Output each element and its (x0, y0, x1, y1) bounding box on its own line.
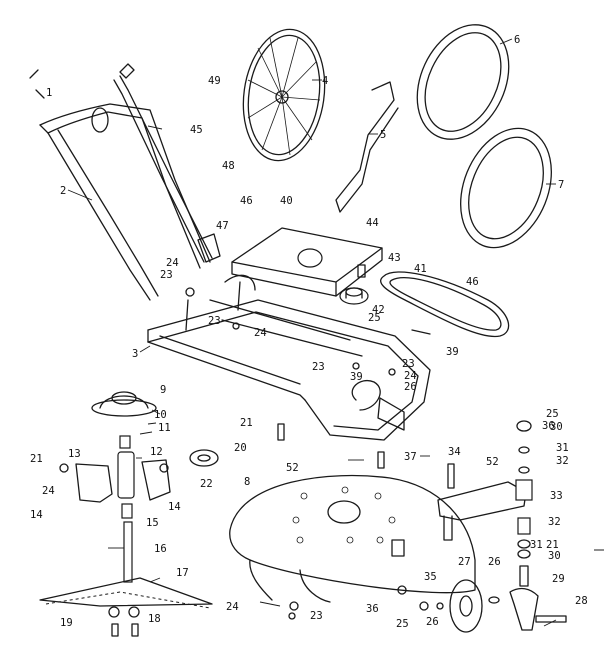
callout-23d: 23 (402, 358, 415, 370)
main-frame (147, 274, 431, 441)
callout-49: 49 (208, 75, 221, 87)
callout-46a: 46 (240, 195, 253, 207)
callout-8: 8 (244, 476, 250, 488)
callout-9: 9 (160, 384, 166, 396)
callout-17: 17 (176, 567, 189, 579)
callout-30a: 30 (550, 421, 563, 433)
blade-adapter-stack (39, 391, 385, 637)
callout-24d: 24 (42, 485, 55, 497)
callout-21c: 21 (546, 539, 559, 551)
callout-33: 33 (550, 490, 563, 502)
callout-47: 47 (216, 220, 229, 232)
callout-39a: 39 (446, 346, 459, 358)
callout-32a: 32 (556, 455, 569, 467)
callout-37: 37 (404, 451, 417, 463)
callout-10: 10 (154, 409, 167, 421)
callout-22: 22 (200, 478, 213, 490)
pulley (339, 287, 369, 305)
mower-deck (229, 474, 476, 603)
callout-24b: 24 (254, 327, 267, 339)
callout-48: 48 (222, 160, 235, 172)
spoked-wheel (242, 28, 326, 162)
callout-28: 28 (575, 595, 588, 607)
callout-24c: 24 (404, 370, 417, 382)
callout-24a: 24 (166, 257, 179, 269)
handle-assembly (29, 63, 221, 301)
callout-44: 44 (366, 217, 379, 229)
wheel-bracket (437, 463, 527, 541)
callout-23c: 23 (312, 361, 325, 373)
frame-fasteners (59, 287, 444, 620)
callout-36b: 36 (366, 603, 379, 615)
callout-4: 4 (322, 75, 328, 87)
callout-23e: 23 (310, 610, 323, 622)
callout-42: 42 (372, 304, 385, 316)
callout-43: 43 (388, 252, 401, 264)
callout-11: 11 (158, 422, 171, 434)
callout-16: 16 (154, 543, 167, 555)
callout-46b: 46 (466, 276, 479, 288)
drive-belt (380, 271, 510, 338)
callout-27: 27 (458, 556, 471, 568)
callout-6: 6 (514, 34, 520, 46)
callout-26c: 26 (426, 616, 439, 628)
callout-26a: 26 (404, 381, 417, 393)
callout-25c: 25 (396, 618, 409, 630)
callout-30b: 30 (548, 550, 561, 562)
callout-19: 19 (60, 617, 73, 629)
callout-52a: 52 (286, 462, 299, 474)
callout-18: 18 (148, 613, 161, 625)
callout-35: 35 (424, 571, 437, 583)
callout-20: 20 (234, 442, 247, 454)
callout-45: 45 (190, 124, 203, 136)
callout-14b: 14 (168, 501, 181, 513)
callout-13: 13 (68, 448, 81, 460)
callout-39b: 39 (350, 371, 363, 383)
callout-2: 2 (60, 185, 66, 197)
callout-29: 29 (552, 573, 565, 585)
callout-41: 41 (414, 263, 427, 275)
callout-23b: 23 (208, 315, 221, 327)
callout-31a: 31 (556, 442, 569, 454)
deck-plate (231, 227, 383, 297)
callout-3: 3 (132, 348, 138, 360)
caster-assembly (449, 420, 567, 633)
callout-36a: 36 (542, 420, 555, 432)
tire-6 (416, 24, 510, 140)
callout-52b: 52 (486, 456, 499, 468)
callout-12: 12 (150, 446, 163, 458)
callout-21a: 21 (30, 453, 43, 465)
callout-5: 5 (380, 129, 386, 141)
callout-25a: 25 (368, 312, 381, 324)
callout-31b: 31 (530, 539, 543, 551)
callout-labels: 1 2 3 4 5 6 7 8 9 10 11 12 13 14 14 15 1… (30, 34, 588, 630)
handle-bracket (335, 81, 399, 213)
callout-26b: 26 (488, 556, 501, 568)
tire-7 (460, 127, 552, 249)
callout-25b: 25 (546, 408, 559, 420)
callout-14a: 14 (30, 509, 43, 521)
callout-34: 34 (448, 446, 461, 458)
callout-15: 15 (146, 517, 159, 529)
callout-40: 40 (280, 195, 293, 207)
callout-21b: 21 (240, 417, 253, 429)
callout-1: 1 (46, 87, 52, 99)
callout-24e: 24 (226, 601, 239, 613)
callout-32b: 32 (548, 516, 561, 528)
callout-23a: 23 (160, 269, 173, 281)
callout-7: 7 (558, 179, 564, 191)
